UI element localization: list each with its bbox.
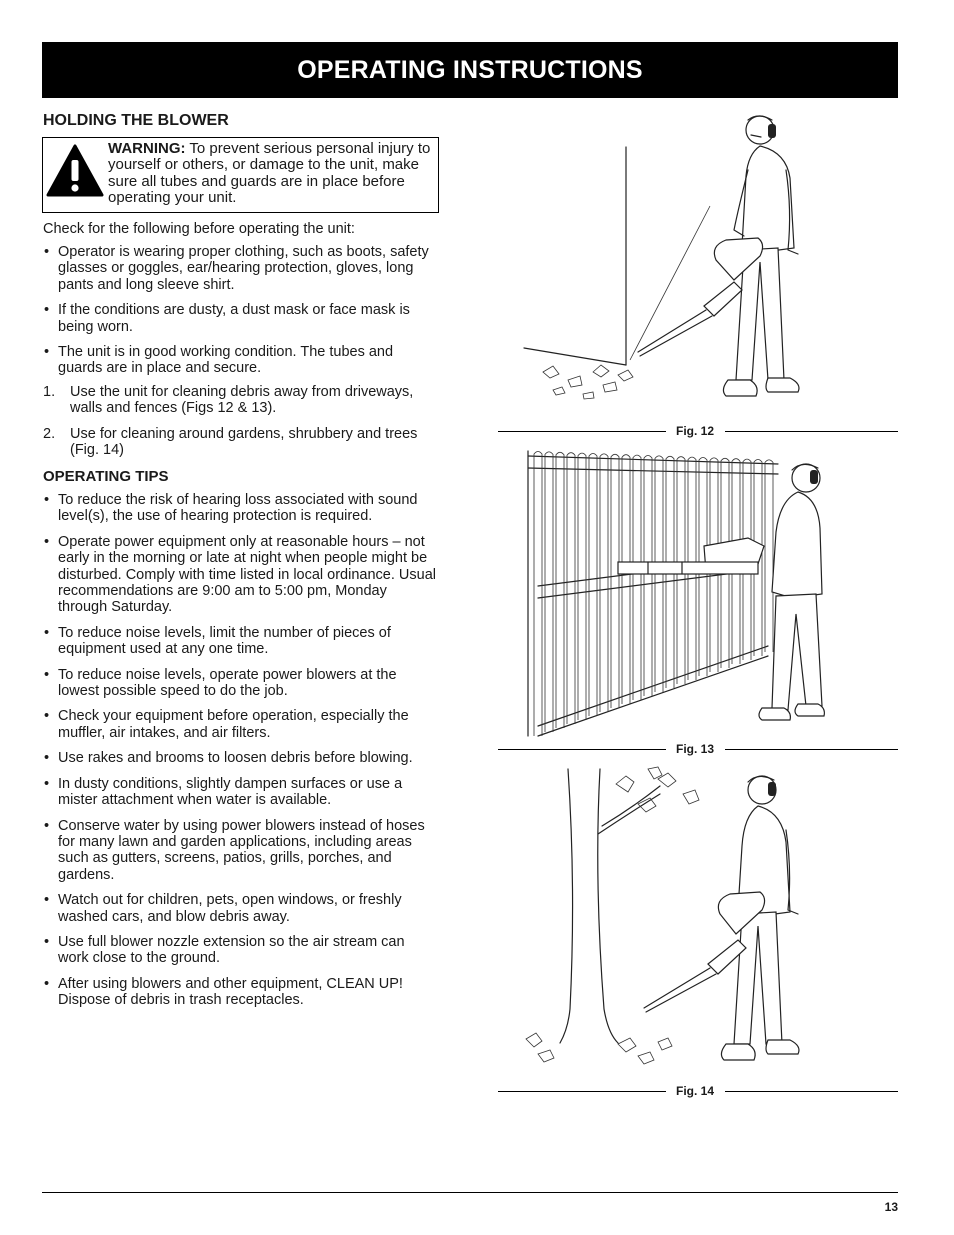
fence-picket xyxy=(764,459,774,652)
list-item: To reduce noise levels, operate power bl… xyxy=(43,667,438,700)
list-item: To reduce noise levels, limit the number… xyxy=(43,625,438,658)
fence-picket xyxy=(753,459,763,656)
fig13-caption: Fig. 13 xyxy=(676,742,715,756)
list-item: Conserve water by using power blowers in… xyxy=(43,818,438,884)
caption-rule xyxy=(725,1091,898,1092)
intro-text: Check for the following before operating… xyxy=(43,221,355,237)
list-item: To reduce the risk of hearing loss assoc… xyxy=(43,492,438,525)
fence-picket xyxy=(720,457,730,668)
section-banner: OPERATING INSTRUCTIONS xyxy=(42,42,898,98)
fence-pickets xyxy=(533,451,774,736)
caption-rule xyxy=(498,749,666,750)
fig14-caption-row: Fig. 14 xyxy=(498,1084,898,1098)
fence-picket xyxy=(533,451,543,736)
warning-label: WARNING: xyxy=(108,140,186,157)
fence-picket xyxy=(698,457,708,676)
holding-heading: HOLDING THE BLOWER xyxy=(43,112,229,129)
caption-rule xyxy=(498,431,666,432)
fence-picket xyxy=(566,452,576,724)
fence-picket xyxy=(731,458,741,664)
check-list: Operator is wearing proper clothing, suc… xyxy=(43,244,438,386)
fence-picket xyxy=(577,452,587,720)
fence-picket xyxy=(665,455,675,688)
fence-picket xyxy=(588,453,598,716)
step-number: 2. xyxy=(43,425,56,442)
caption-rule xyxy=(725,749,898,750)
fence-picket xyxy=(544,451,554,732)
fence-boards xyxy=(527,450,779,737)
list-item: 2. Use for cleaning around gardens, shrub… xyxy=(43,426,438,459)
warning-icon xyxy=(46,144,104,197)
fig13-caption-row: Fig. 13 xyxy=(498,742,898,756)
fence-picket xyxy=(654,455,664,692)
fence-picket xyxy=(599,453,609,712)
footer-rule xyxy=(42,1192,898,1193)
list-item: The unit is in good working condition. T… xyxy=(43,344,438,377)
tips-heading: OPERATING TIPS xyxy=(43,468,169,485)
fig14-illustration xyxy=(525,766,800,1065)
fig12-illustration xyxy=(523,115,800,400)
list-item: Operator is wearing proper clothing, suc… xyxy=(43,244,438,293)
list-item: 1. Use the unit for cleaning debris away … xyxy=(43,384,438,417)
list-item: If the conditions are dusty, a dust mask… xyxy=(43,302,438,335)
list-item: Operate power equipment only at reasonab… xyxy=(43,534,438,616)
caption-rule xyxy=(498,1091,666,1092)
list-item: Use full blower nozzle extension so the … xyxy=(43,934,438,967)
list-item: In dusty conditions, slightly dampen sur… xyxy=(43,776,438,809)
fence-picket xyxy=(643,455,653,696)
warning-body: To prevent serious personal injury to yo… xyxy=(108,140,431,207)
fig14-caption: Fig. 14 xyxy=(676,1084,715,1098)
list-item: Use rakes and brooms to loosen debris be… xyxy=(43,750,438,767)
step-number: 1. xyxy=(43,384,56,400)
fence-picket xyxy=(709,457,719,672)
fence-picket xyxy=(632,454,642,700)
list-item: Watch out for children, pets, open windo… xyxy=(43,892,438,925)
list-item: Check your equipment before operation, e… xyxy=(43,708,438,741)
page-number: 13 xyxy=(884,1200,898,1214)
caption-rule xyxy=(725,431,898,432)
fence-picket xyxy=(687,456,697,680)
step-text: Use for cleaning around gardens, shrubbe… xyxy=(70,425,418,459)
fig13-illustration xyxy=(527,450,825,737)
tips-list: To reduce the risk of hearing loss assoc… xyxy=(43,492,438,1018)
page-title: OPERATING INSTRUCTIONS xyxy=(297,56,643,84)
fig12-caption-row: Fig. 12 xyxy=(498,424,898,438)
list-item: After using blowers and other equipment,… xyxy=(43,976,438,1009)
fence-picket xyxy=(555,451,565,728)
fence-picket xyxy=(742,458,752,660)
fence-picket xyxy=(621,454,631,704)
step-text: Use the unit for cleaning debris away fr… xyxy=(70,384,414,417)
warning-box: WARNING: To prevent serious personal inj… xyxy=(42,137,439,213)
warning-text: WARNING: To prevent serious personal inj… xyxy=(108,140,438,207)
fence-picket xyxy=(676,456,686,684)
fence-picket xyxy=(610,453,620,708)
usage-steps: 1. Use the unit for cleaning debris away … xyxy=(43,384,438,468)
fig12-caption: Fig. 12 xyxy=(676,424,715,438)
